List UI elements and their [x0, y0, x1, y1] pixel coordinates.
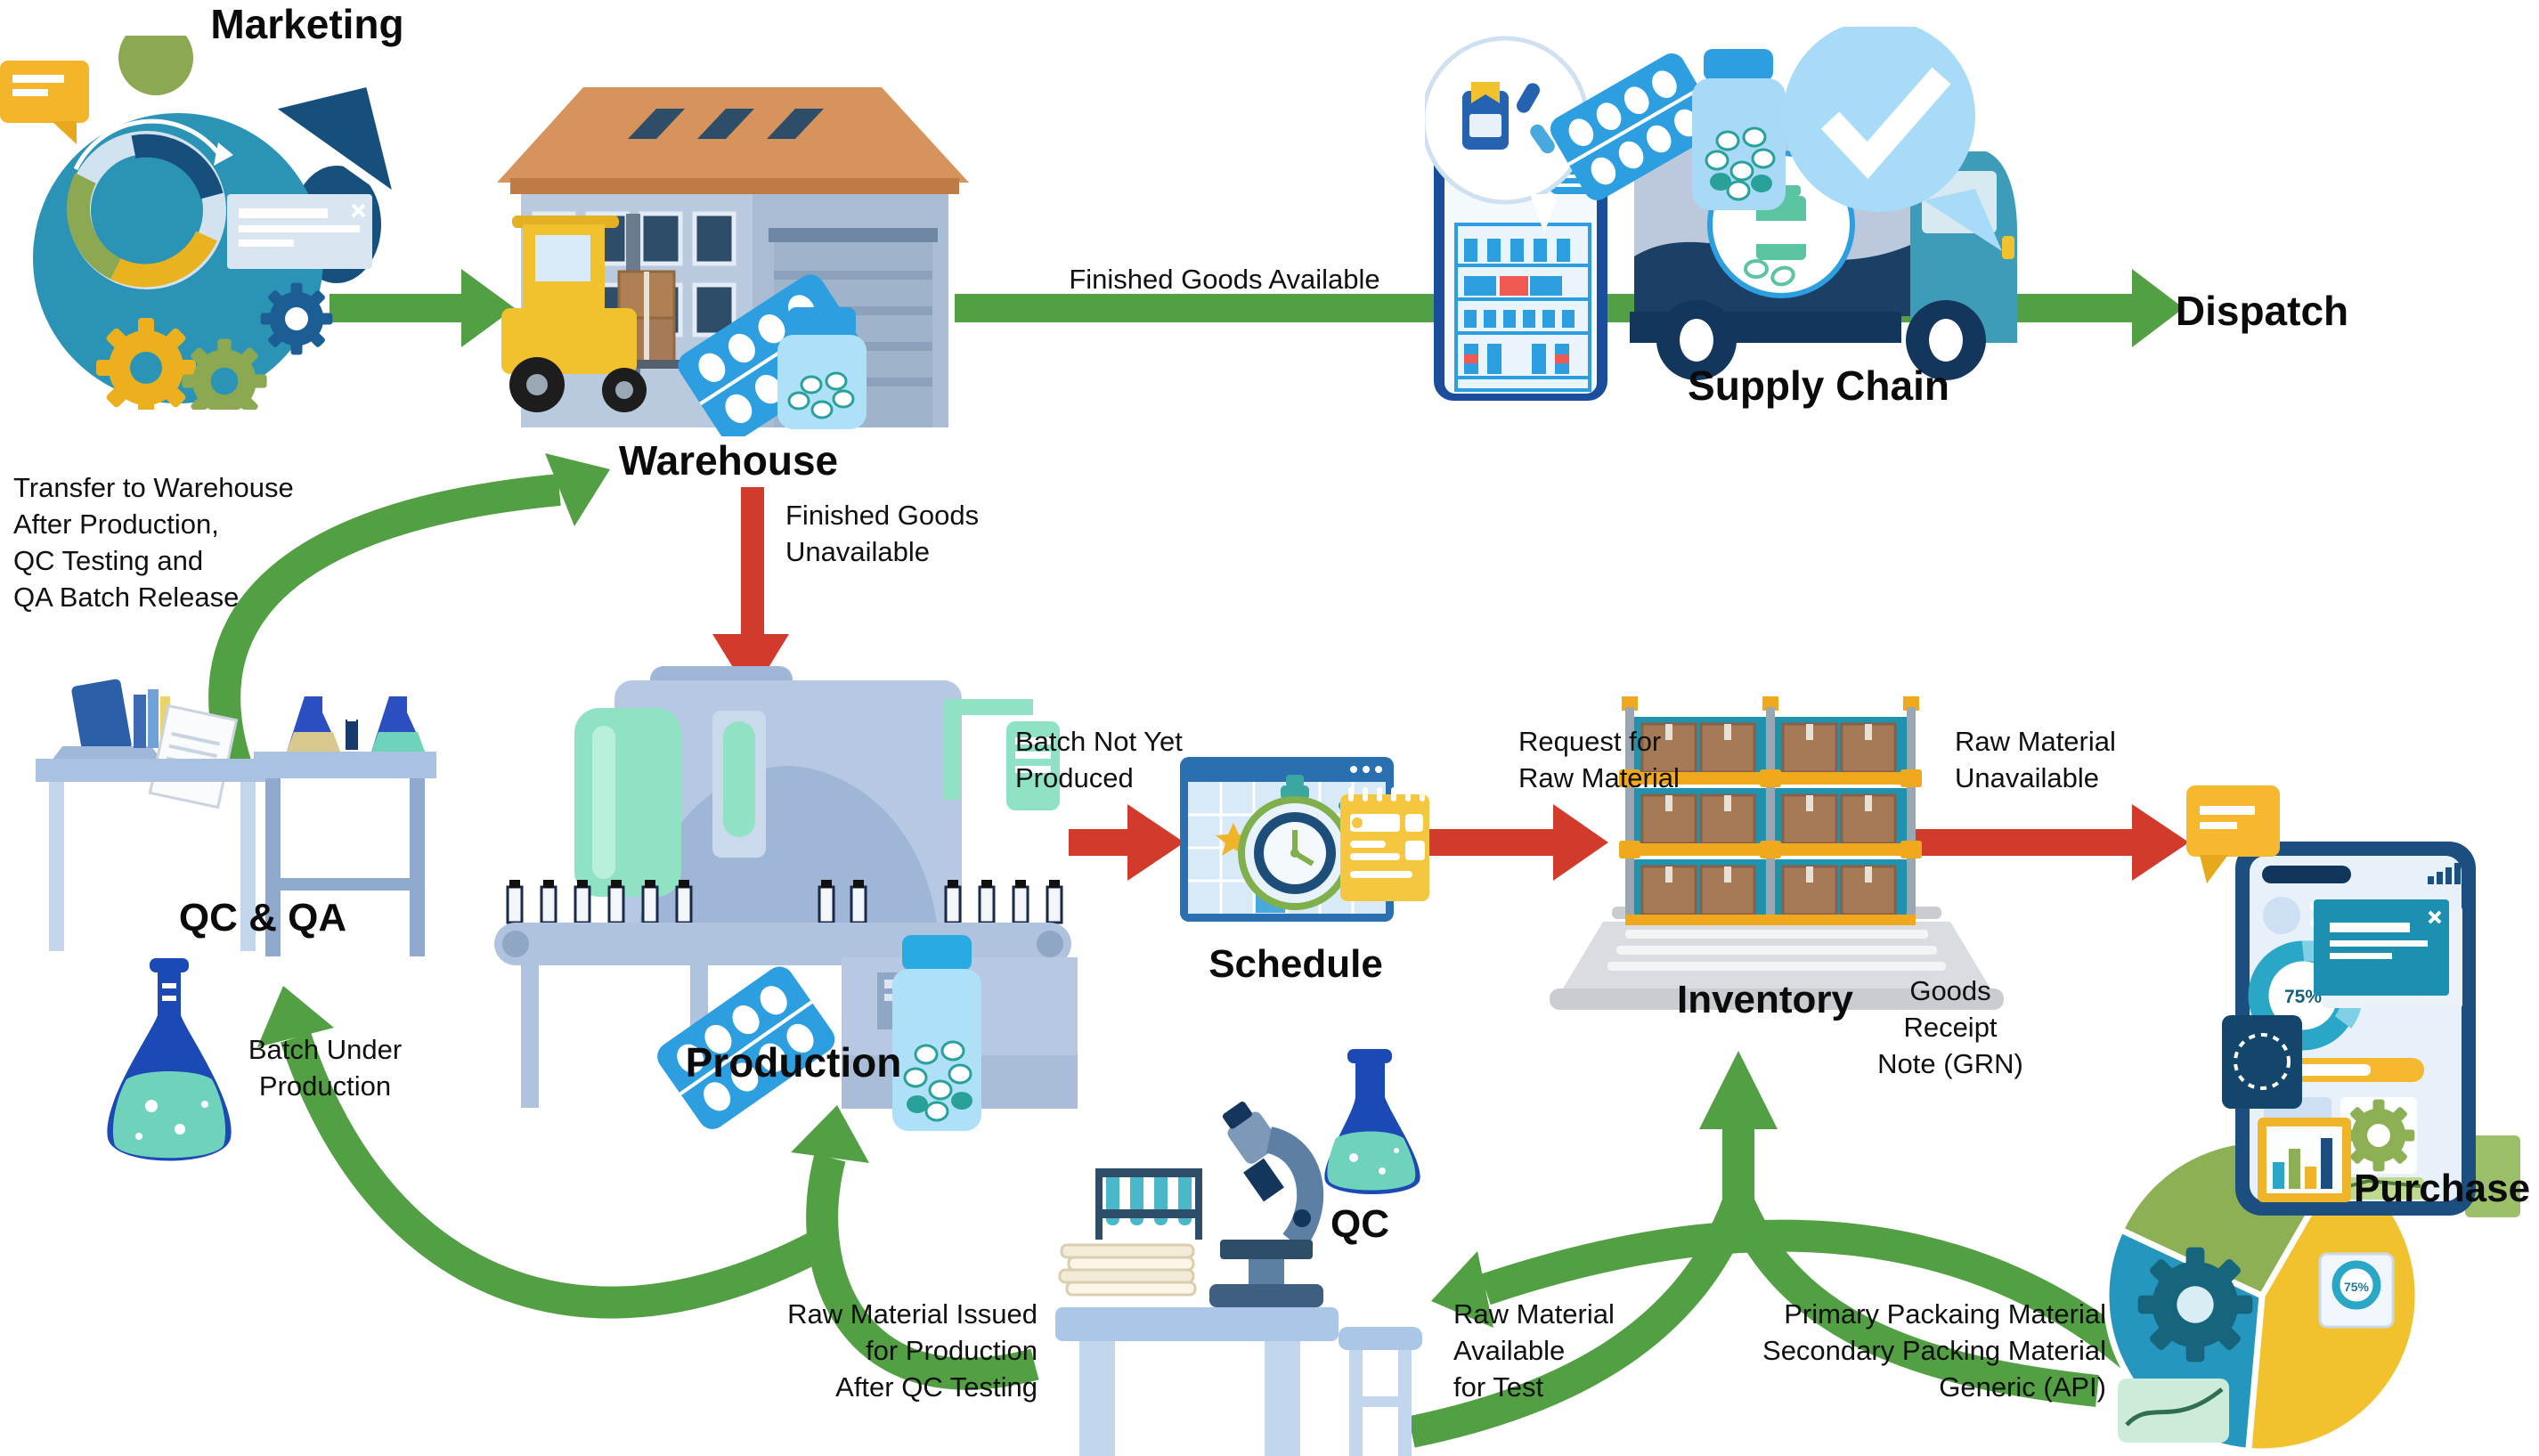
- mint-tank: [574, 708, 681, 897]
- arrow-marketing-to-warehouse: [330, 269, 515, 347]
- node-label-qc: QC: [1331, 1202, 1389, 1246]
- arrow-production-to-schedule: [1069, 804, 1184, 881]
- node-label-inventory: Inventory: [1676, 978, 1854, 1021]
- pill-jar-icon: [777, 307, 867, 429]
- edge-label-raw-material-available: Raw Material Available for Test: [1453, 1298, 1615, 1403]
- pie-badge-percent: 75%: [2344, 1280, 2370, 1294]
- node-label-qc-qa: QC & QA: [178, 896, 347, 939]
- roof-edge: [510, 178, 959, 194]
- rack-icon: [1619, 696, 1922, 925]
- swoosh-arrow-icon: [73, 118, 220, 171]
- qc-qa-lab-icon: [36, 679, 436, 1161]
- yellow-gear-icon: [96, 318, 196, 410]
- app-progress-percent: 75%: [2284, 987, 2322, 1007]
- edge-label-goods-receipt-note: Goods Receipt Note (GRN): [1877, 975, 2023, 1079]
- bar-chart-tile-icon: [2258, 1118, 2351, 1202]
- mint-wave-card: [2118, 1379, 2229, 1443]
- node-label-purchase: Purchase: [2353, 1167, 2531, 1210]
- curve-grn-left-branch: [1408, 1196, 1754, 1448]
- skylights: [628, 109, 824, 139]
- arrow-inventory-to-purchase: [1913, 804, 2189, 881]
- books-stack: [1058, 1243, 1197, 1297]
- chat-bubble-icon: [2186, 785, 2280, 883]
- curved-green-arrowheads: [257, 453, 1778, 1328]
- curve-qc-to-production: [806, 1153, 1039, 1390]
- green-chart-back: [2465, 1135, 2520, 1217]
- pie-badge: 75%: [2318, 1252, 2395, 1329]
- navy-gear-icon: [260, 282, 333, 355]
- edge-label-batch-under-production: Batch Under Production: [248, 1034, 403, 1102]
- flask-icon: [1324, 1049, 1420, 1194]
- arrow-schedule-to-inventory: [1418, 804, 1608, 881]
- warehouse-icon: [497, 87, 969, 436]
- edge-label-finished-goods-unavailable: Finished Goods Unavailable: [785, 500, 980, 567]
- curve-grn-right-branch: [1723, 1195, 2099, 1407]
- dashed-circle-tile-icon: [2222, 1015, 2302, 1109]
- node-label-marketing: Marketing: [210, 1, 404, 47]
- pie-slice-icon: [256, 76, 401, 207]
- swoosh-arrowhead: [214, 142, 233, 166]
- pill-jar-icon: [892, 935, 981, 1131]
- mint-pipe: [944, 699, 1033, 800]
- mint-canister: [1006, 721, 1060, 810]
- speech-bubble-medicine-icon: [1425, 36, 1590, 233]
- node-label-supply-chain: Supply Chain: [1688, 362, 1949, 409]
- bench-with-flasks: [254, 696, 436, 956]
- node-label-schedule: Schedule: [1208, 942, 1383, 986]
- node-label-dispatch: Dispatch: [2175, 288, 2349, 334]
- roof: [497, 87, 969, 183]
- stool: [1339, 1327, 1422, 1456]
- stopwatch-icon: [1238, 775, 1357, 910]
- microscope-icon: [1209, 1102, 1324, 1307]
- green-blob: [118, 36, 193, 95]
- medicine-logo: [1744, 185, 1806, 287]
- production-line-icon: [494, 666, 1078, 1131]
- pill-jar-icon: [1692, 49, 1786, 210]
- inventory-icon: [1550, 696, 2004, 1010]
- marketing-icon: [0, 36, 401, 410]
- notepad-icon: [1340, 787, 1429, 901]
- gear-icon: [2342, 1099, 2415, 1172]
- shelf-cells: [1634, 717, 1907, 916]
- edge-label-batch-not-yet-produced: Batch Not Yet Produced: [1015, 726, 1183, 793]
- laptop-desk: [36, 679, 272, 951]
- notification-panel-icon: [227, 194, 372, 269]
- lab-table: [1055, 1307, 1339, 1456]
- phone-shelves-icon: [1434, 138, 1607, 401]
- forklift-icon: [501, 214, 692, 412]
- donut-chart-icon: [66, 131, 226, 289]
- curve-production-to-qcqa: [280, 1032, 827, 1319]
- laptop-icon: [52, 746, 162, 761]
- schedule-icon: [1180, 757, 1429, 922]
- arrow-warehouse-to-production: [712, 487, 789, 696]
- mint-capsule: [723, 721, 755, 837]
- edge-label-raw-material-issued: Raw Material Issued for Production After…: [787, 1298, 1038, 1403]
- node-label-production: Production: [685, 1039, 902, 1086]
- gear-icon: [2137, 1247, 2253, 1362]
- node-label-warehouse: Warehouse: [618, 437, 839, 484]
- test-tubes-icon: [1095, 1159, 1202, 1240]
- qc-lab-icon: [1055, 1049, 1422, 1456]
- edge-label-raw-material-unavailable: Raw Material Unavailable: [1955, 726, 2116, 793]
- pie-chart-icon: 75%: [2103, 1136, 2421, 1455]
- blister-pack-icon: [657, 966, 835, 1129]
- flask-icon: [107, 958, 232, 1161]
- edge-label-transfer-to-warehouse: Transfer to Warehouse After Production, …: [13, 472, 294, 613]
- green-gear-icon: [182, 338, 267, 410]
- purchase-icon: 75% 75%: [2103, 785, 2520, 1455]
- shelf-items: [1464, 239, 1575, 374]
- chat-bubble-icon: [0, 61, 89, 144]
- message-box-icon: [2314, 899, 2462, 1008]
- edge-label-finished-goods-available: Finished Goods Available: [1069, 264, 1380, 295]
- supply-chain-icon: [1425, 27, 2017, 401]
- curve-qcqa-to-warehouse: [208, 474, 561, 778]
- check-bubble-icon: [1783, 27, 2002, 251]
- blister-pack-icon: [1550, 53, 1719, 200]
- edge-label-purchase-materials: Primary Packaing Material Secondary Pack…: [1762, 1298, 2106, 1403]
- edge-label-request-for-raw-material: Request for Raw Material: [1518, 726, 1680, 793]
